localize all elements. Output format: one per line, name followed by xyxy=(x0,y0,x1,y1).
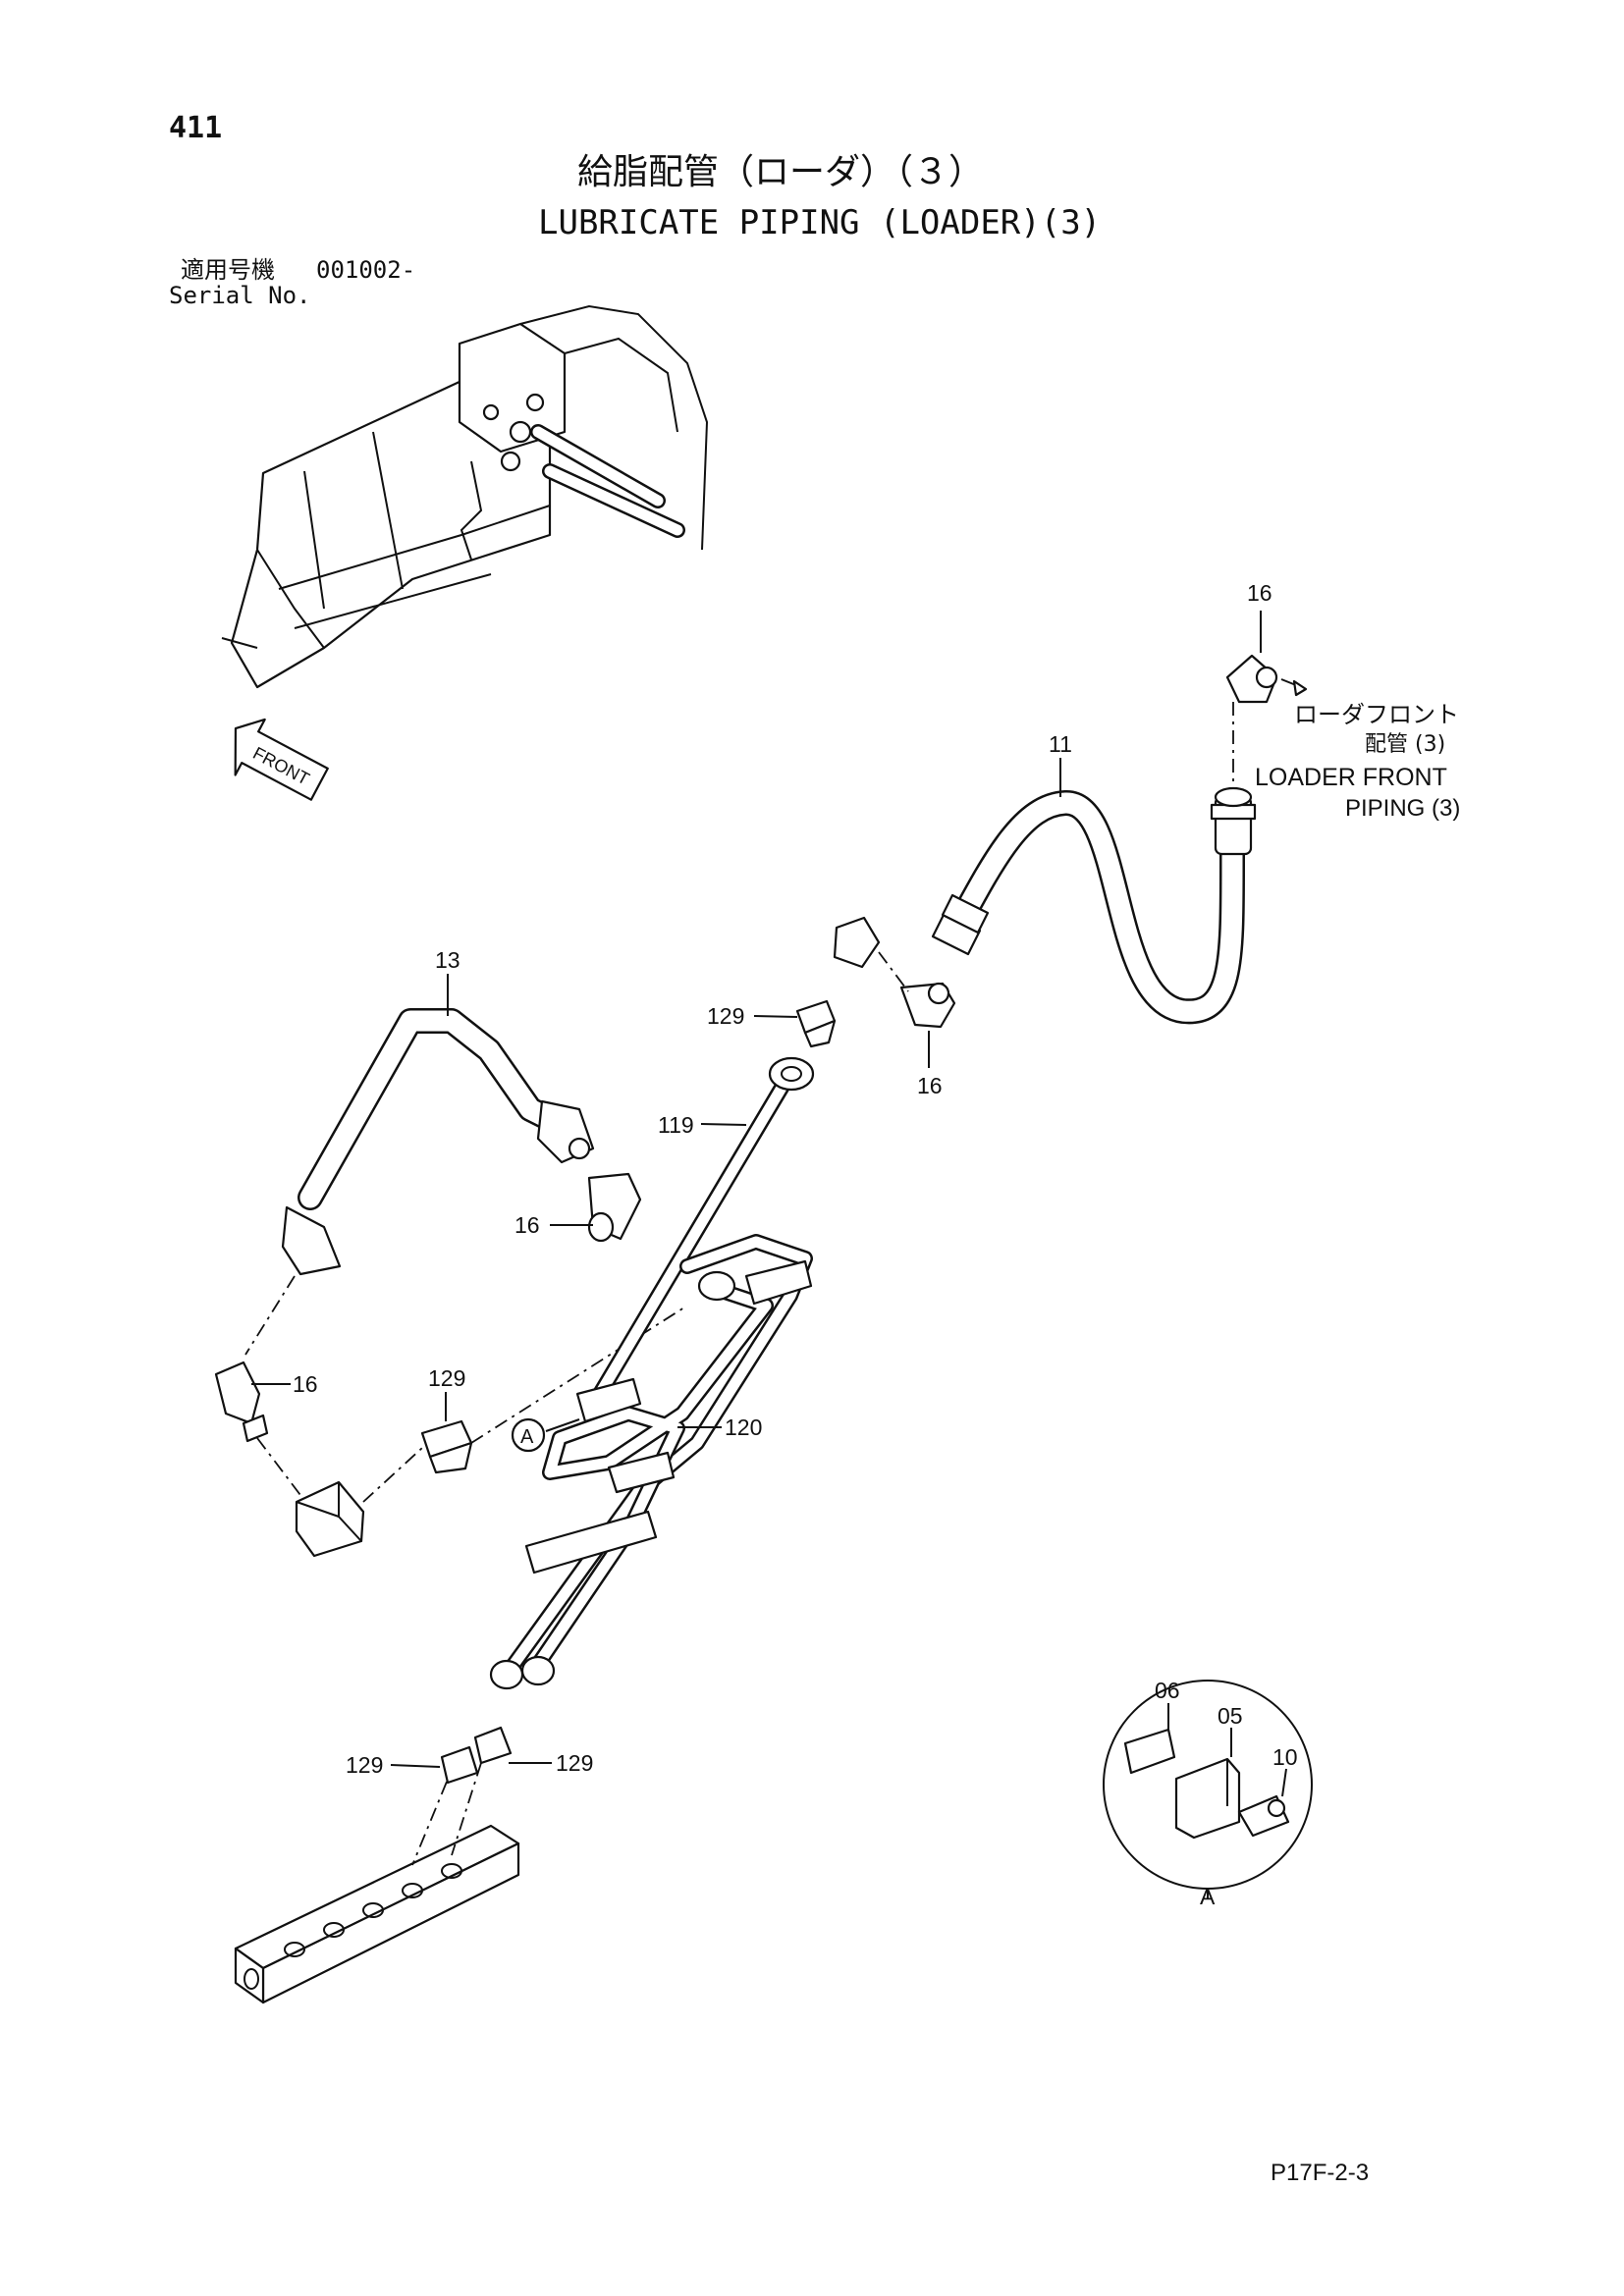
connection-note-jp-line1: ローダフロント xyxy=(1294,701,1459,728)
callout-13: 13 xyxy=(435,947,460,973)
detail-callout-05: 05 xyxy=(1218,1703,1243,1729)
detail-label-a: A xyxy=(1200,1884,1216,1909)
grease-nipple-129-mid xyxy=(362,1305,688,1503)
serial-label-japanese: 適用号機 xyxy=(181,256,275,284)
callout-129-mid: 129 xyxy=(428,1365,465,1391)
elbow-fitting-16-lower xyxy=(587,1172,642,1243)
front-direction-arrow: FRONT xyxy=(234,718,329,801)
marker-a-label: A xyxy=(520,1426,534,1448)
detail-callout-10: 10 xyxy=(1272,1744,1298,1770)
callout-119: 119 xyxy=(658,1112,694,1138)
callout-120: 120 xyxy=(725,1415,762,1440)
marker-a-circle xyxy=(511,1417,546,1453)
detail-view-a xyxy=(1103,1680,1313,1898)
connection-note-en-line1: LOADER FRONT xyxy=(1255,764,1447,791)
pipe-part-13 xyxy=(244,1008,595,1356)
pipe-assembly-120 xyxy=(489,1234,813,1690)
elbow-fitting-16-mid xyxy=(833,916,956,1029)
callout-16-mid: 16 xyxy=(917,1073,943,1098)
pipe-part-119 xyxy=(586,1056,815,1412)
serial-value: 001002- xyxy=(316,256,416,284)
detail-callout-06: 06 xyxy=(1155,1678,1180,1703)
grease-nipple-129-upper xyxy=(795,999,837,1048)
page-number: 411 xyxy=(169,111,223,145)
figure-code: P17F-2-3 xyxy=(1271,2160,1370,2186)
title-english: LUBRICATE PIPING (LOADER)(3) xyxy=(538,203,1102,242)
callout-16-top: 16 xyxy=(1247,580,1272,606)
elbow-fitting-16-top xyxy=(1225,654,1308,785)
nut-block-left xyxy=(295,1480,365,1558)
title-japanese: 給脂配管（ローダ）（３） xyxy=(577,152,985,192)
grease-manifold-block xyxy=(234,1824,520,2004)
callout-129-bottom-right: 129 xyxy=(556,1750,593,1776)
connection-note-en-line2: PIPING (3) xyxy=(1345,795,1461,822)
connection-note-jp-line2: 配管 (3) xyxy=(1365,732,1446,757)
callout-11: 11 xyxy=(1049,731,1072,757)
callout-16-left: 16 xyxy=(293,1371,318,1397)
elbow-fitting-16-left xyxy=(214,1361,310,1508)
leader-lines xyxy=(251,611,1287,1797)
loader-overview-illustration xyxy=(221,304,709,689)
grease-nipples-129-pair xyxy=(411,1726,513,1866)
serial-label-english: Serial No. xyxy=(169,282,311,309)
callout-129-upper: 129 xyxy=(707,1003,744,1029)
callout-16-lower: 16 xyxy=(514,1212,540,1238)
callout-129-bottom-left: 129 xyxy=(346,1752,383,1778)
hose-part-11 xyxy=(931,786,1257,1025)
